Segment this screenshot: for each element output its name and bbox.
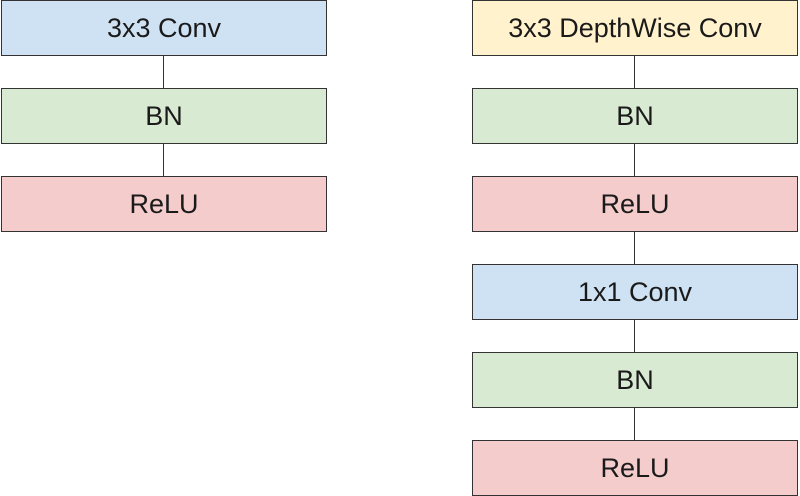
layer-label: ReLU — [129, 188, 199, 219]
connector-line — [634, 232, 635, 264]
conv3x3-layer: 3x3 Conv — [1, 0, 327, 56]
layer-label: BN — [616, 100, 654, 131]
batchnorm-layer: BN — [1, 88, 327, 144]
connector-line — [634, 144, 635, 176]
layer-label: BN — [616, 364, 654, 395]
batchnorm-layer: BN — [472, 88, 798, 144]
layer-label: 3x3 DepthWise Conv — [508, 12, 762, 43]
connector-line — [163, 144, 164, 176]
batchnorm-layer: BN — [472, 352, 798, 408]
layer-label: BN — [145, 100, 183, 131]
connector-line — [163, 56, 164, 88]
pointwise-conv-layer: 1x1 Conv — [472, 264, 798, 320]
layer-label: ReLU — [600, 188, 670, 219]
relu-layer: ReLU — [472, 176, 798, 232]
layer-label: ReLU — [600, 452, 670, 483]
depthwise-conv-layer: 3x3 DepthWise Conv — [472, 0, 798, 56]
connector-line — [634, 56, 635, 88]
connector-line — [634, 408, 635, 440]
layer-label: 1x1 Conv — [577, 276, 693, 307]
relu-layer: ReLU — [472, 440, 798, 496]
layer-label: 3x3 Conv — [106, 12, 222, 43]
connector-line — [634, 320, 635, 352]
relu-layer: ReLU — [1, 176, 327, 232]
